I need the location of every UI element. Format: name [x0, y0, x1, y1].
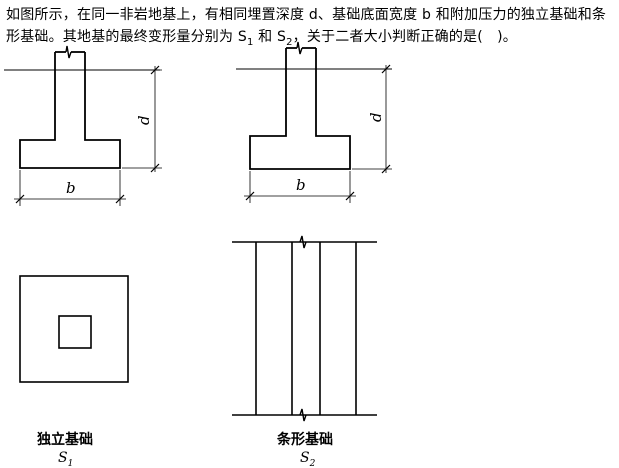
break-mark: [296, 41, 303, 55]
symbol-letter: S: [300, 450, 310, 466]
footing-outline: [19, 52, 121, 169]
section-right: d b: [236, 41, 392, 203]
plan-left: 独立基础 S1: [19, 275, 129, 468]
width-label: b: [66, 179, 76, 197]
plan-left-symbol: S1: [58, 450, 73, 468]
question-part-2: 和 S: [253, 29, 287, 45]
question-part-1: 如图所示，在同一非岩地基上，有相同埋置深度 d、基础底面宽度 b 和附加压力的独…: [6, 7, 607, 45]
plan-right-symbol: S2: [300, 450, 316, 468]
plan-right: 条形基础 S2: [232, 235, 377, 468]
question-part-3: ，关于二者大小判断正确的是( )。: [292, 29, 517, 45]
break-mark-top: [299, 235, 307, 249]
footing-plan-outer: [19, 275, 129, 383]
symbol-letter: S: [58, 450, 68, 466]
depth-label: d: [367, 112, 385, 122]
symbol-subscript: 1: [68, 459, 74, 468]
question-sub-2: 2: [286, 36, 293, 48]
break-mark: [65, 45, 72, 59]
symbol-subscript: 2: [309, 459, 316, 468]
footing-outline: [249, 48, 351, 170]
plan-left-caption: 独立基础: [37, 431, 93, 448]
break-mark-bottom: [299, 408, 307, 422]
plan-right-caption: 条形基础: [276, 431, 333, 448]
question-text: 如图所示，在同一非岩地基上，有相同埋置深度 d、基础底面宽度 b 和附加压力的独…: [6, 4, 614, 54]
question-sub-1: 1: [246, 36, 254, 48]
depth-label: d: [135, 115, 153, 125]
section-left: d b: [4, 45, 162, 206]
column-plan-inner: [58, 315, 92, 349]
width-label: b: [296, 176, 306, 194]
